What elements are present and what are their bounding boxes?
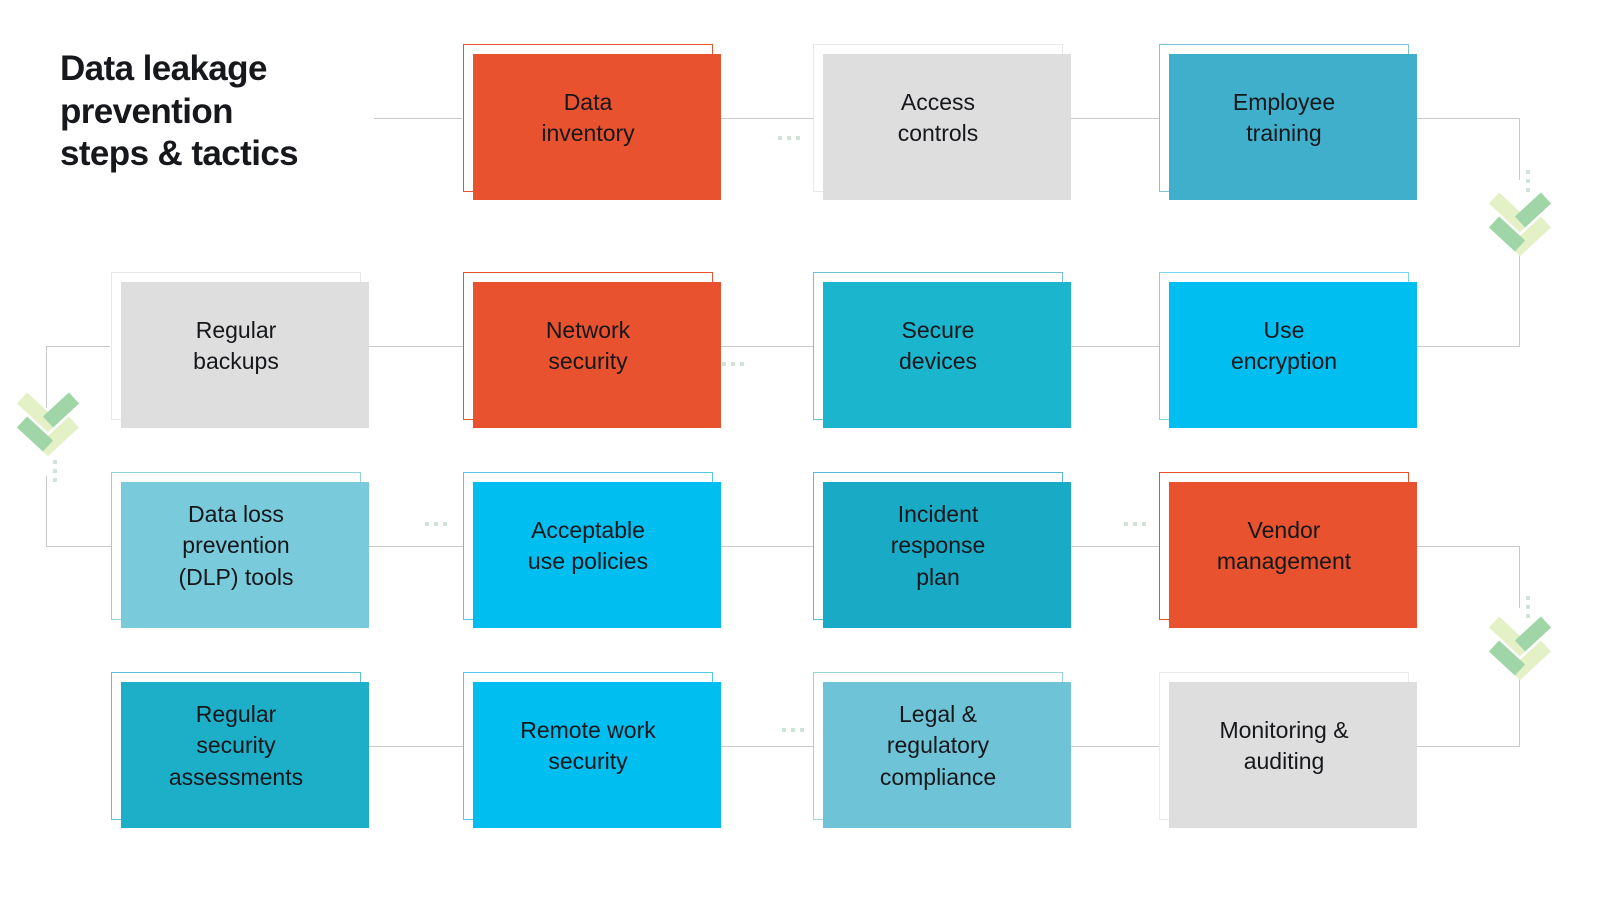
- node-label: Data inventory: [541, 88, 635, 147]
- node-label: Access controls: [897, 88, 979, 147]
- node-shadow: [473, 54, 721, 200]
- connector-remote-work-to-security-assessments: [365, 746, 463, 747]
- node-label: Employee training: [1232, 88, 1336, 147]
- connector-secure-devices-to-network-security: [713, 346, 813, 347]
- node-label: Acceptable use policies: [527, 516, 649, 575]
- node-label: Remote work security: [520, 716, 656, 775]
- connector-into-use-encryption: [1410, 346, 1520, 347]
- node-label: Regular security assessments: [168, 700, 304, 790]
- connector-vendor-management-out: [1409, 546, 1519, 547]
- connector-use-encryption-to-secure-devices: [1062, 346, 1160, 347]
- node-dlp-tools[interactable]: Data loss prevention (DLP) tools: [111, 472, 369, 628]
- node-access-controls[interactable]: Access controls: [813, 44, 1071, 200]
- dots-row3-b: [1124, 522, 1146, 526]
- node-shadow: [823, 482, 1071, 628]
- node-secure-devices[interactable]: Secure devices: [813, 272, 1071, 428]
- node-shadow: [121, 682, 369, 828]
- connector-employee-training-out: [1409, 118, 1519, 119]
- connector-network-security-to-regular-backups: [365, 346, 463, 347]
- node-label: Use encryption: [1230, 316, 1338, 375]
- connector-data-inventory-to-access-controls: [713, 118, 813, 119]
- node-acceptable-use-policies[interactable]: Acceptable use policies: [463, 472, 721, 628]
- dots-row1-vertical: [1526, 170, 1530, 192]
- node-use-encryption[interactable]: Use encryption: [1159, 272, 1417, 428]
- node-shadow: [1169, 54, 1417, 200]
- node-vendor-management[interactable]: Vendor management: [1159, 472, 1417, 628]
- node-label: Incident response plan: [890, 500, 986, 590]
- node-shadow: [1169, 482, 1417, 628]
- node-label: Regular backups: [193, 316, 279, 375]
- connector-row2-to-row3-vertical-top: [46, 346, 47, 408]
- connector-monitoring-to-legal-compliance: [1062, 746, 1160, 747]
- page-title: Data leakage prevention steps & tactics: [60, 49, 299, 174]
- dots-row2-a: [722, 362, 744, 366]
- node-shadow: [121, 482, 369, 628]
- node-label: Secure devices: [899, 316, 977, 375]
- connector-access-controls-to-employee-training: [1062, 118, 1160, 119]
- node-shadow: [823, 682, 1071, 828]
- dots-row1-a: [778, 136, 800, 140]
- connector-row2-to-row3-vertical-bottom: [46, 476, 47, 546]
- node-label: Data loss prevention (DLP) tools: [178, 500, 294, 590]
- node-regular-security-assessments[interactable]: Regular security assessments: [111, 672, 369, 828]
- chevron-down-icon-row1: [1482, 188, 1558, 258]
- node-shadow: [473, 482, 721, 628]
- node-remote-work-security[interactable]: Remote work security: [463, 672, 721, 828]
- connector-into-dlp-tools: [46, 546, 111, 547]
- chevron-down-icon-row2: [10, 388, 86, 458]
- node-shadow: [823, 282, 1071, 428]
- node-legal-regulatory-compliance[interactable]: Legal & regulatory compliance: [813, 672, 1071, 828]
- connector-row3-to-row4-vertical-bottom: [1519, 676, 1520, 746]
- connector-regular-backups-out: [46, 346, 110, 347]
- node-shadow: [823, 54, 1071, 200]
- node-regular-backups[interactable]: Regular backups: [111, 272, 369, 428]
- dots-row4-a: [782, 728, 804, 732]
- connector-acceptable-use-to-incident-response: [713, 546, 813, 547]
- dots-row2-vertical: [53, 460, 57, 482]
- node-label: Legal & regulatory compliance: [879, 700, 997, 790]
- connector-incident-response-to-vendor-management: [1062, 546, 1160, 547]
- connector-title-to-data-inventory: [374, 118, 462, 119]
- connector-legal-to-remote-work: [713, 746, 813, 747]
- node-label: Vendor management: [1216, 516, 1352, 575]
- node-label: Network security: [545, 316, 631, 375]
- node-label: Monitoring & auditing: [1219, 716, 1349, 775]
- node-shadow: [1169, 682, 1417, 828]
- chevron-down-icon-row3: [1482, 612, 1558, 682]
- node-employee-training[interactable]: Employee training: [1159, 44, 1417, 200]
- connector-dlp-to-acceptable-use: [365, 546, 463, 547]
- connector-row3-to-row4-vertical-top: [1519, 546, 1520, 608]
- node-shadow: [473, 682, 721, 828]
- node-shadow: [1169, 282, 1417, 428]
- node-shadow: [121, 282, 369, 428]
- dots-row3-vertical: [1526, 596, 1530, 618]
- connector-row1-to-row2-vertical-bottom: [1519, 250, 1520, 346]
- connector-into-monitoring-auditing: [1410, 746, 1520, 747]
- node-shadow: [473, 282, 721, 428]
- node-incident-response-plan[interactable]: Incident response plan: [813, 472, 1071, 628]
- node-data-inventory[interactable]: Data inventory: [463, 44, 721, 200]
- dots-row3-a: [425, 522, 447, 526]
- node-network-security[interactable]: Network security: [463, 272, 721, 428]
- connector-row1-to-row2-vertical-top: [1519, 118, 1520, 180]
- node-monitoring-auditing[interactable]: Monitoring & auditing: [1159, 672, 1417, 828]
